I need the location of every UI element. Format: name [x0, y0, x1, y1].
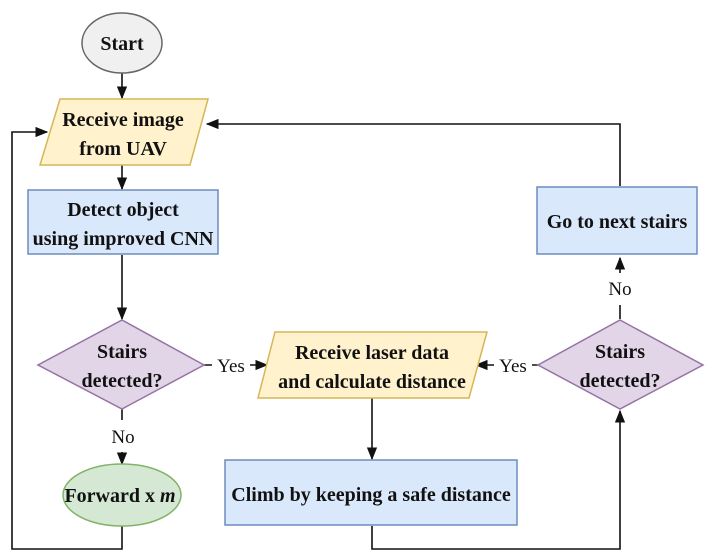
edge-label-yes-left: Yes	[217, 356, 245, 377]
forward-shape	[62, 463, 182, 527]
edge-label-no-right: No	[608, 279, 631, 300]
climb-node: Climb by keeping a safe distance	[224, 459, 518, 526]
arrow-next-to-receive-image	[205, 118, 621, 186]
climb-shape	[224, 459, 518, 526]
receive-image-line-2: from UAV	[79, 138, 167, 160]
stairs-detected-left-line-1: Stairs	[97, 341, 147, 363]
edge-label-no-left: No	[111, 427, 134, 448]
stairs-detected-right-shape	[536, 319, 705, 410]
start-label: Start	[100, 33, 144, 55]
stairs-detected-left-shape	[36, 319, 206, 410]
start-shape	[81, 12, 163, 74]
stairs-detected-right-node: Stairs detected?	[536, 319, 705, 410]
receive-laser-shape	[257, 331, 488, 399]
receive-image-node: Receive image from UAV	[38, 98, 209, 166]
stairs-detected-left-line-2: detected?	[81, 370, 162, 392]
stairs-detected-right-line-1: Stairs	[595, 341, 645, 363]
start-node: Start	[81, 12, 163, 74]
receive-image-line-1: Receive image	[62, 109, 184, 131]
stairs-detected-left-node: Stairs detected?	[36, 319, 206, 410]
detect-object-line-1: Detect object	[67, 199, 179, 221]
receive-laser-line-2: and calculate distance	[278, 371, 466, 393]
receive-laser-node: Receive laser data and calculate distanc…	[257, 331, 488, 399]
next-stairs-label: Go to next stairs	[547, 211, 688, 233]
receive-image-shape	[38, 98, 209, 166]
forward-label-text: Forward x	[64, 485, 160, 507]
forward-label: Forward x m	[64, 485, 175, 507]
connectors	[11, 72, 626, 550]
climb-label: Climb by keeping a safe distance	[231, 484, 511, 506]
stairs-detected-right-line-2: detected?	[579, 370, 660, 392]
next-stairs-node: Go to next stairs	[536, 186, 698, 255]
arrow-climb-to-decision-right	[371, 409, 626, 550]
next-stairs-shape	[536, 186, 698, 255]
detect-object-shape	[27, 189, 219, 255]
detect-object-node: Detect object using improved CNN	[27, 189, 219, 255]
detect-object-line-2: using improved CNN	[33, 228, 214, 250]
arrow-forward-loop-back	[11, 126, 123, 550]
edge-label-yes-right: Yes	[499, 356, 527, 377]
forward-node: Forward x m	[62, 463, 182, 527]
forward-label-variable: m	[160, 485, 176, 507]
receive-laser-line-1: Receive laser data	[295, 342, 449, 364]
